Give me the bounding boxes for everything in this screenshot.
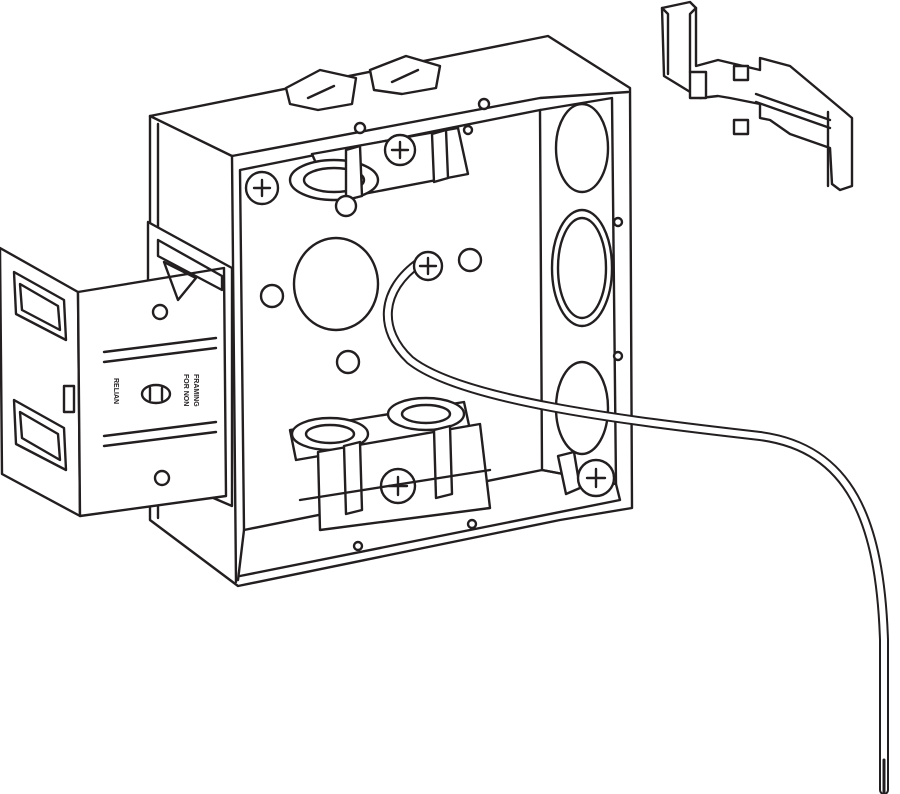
back-panel-holes	[259, 236, 483, 375]
clip-edge-inner	[688, 6, 698, 74]
back-knockout-large	[292, 236, 380, 332]
ground-wire-inner	[384, 259, 887, 793]
ground-wire	[382, 250, 889, 794]
phillips-cross-icon	[585, 467, 607, 489]
bracket-window-lower	[12, 398, 68, 472]
top-cable-clamp	[288, 126, 470, 218]
back-hole-left	[259, 283, 285, 309]
top-hole-3	[462, 124, 474, 136]
bracket-note-line-2: FRAMING	[192, 374, 199, 407]
phillips-cross-icon	[418, 256, 438, 276]
top-clamp-leg-left	[344, 144, 364, 202]
front-rim-top	[230, 90, 630, 158]
clip-edge-left	[660, 6, 670, 76]
clip-tab-bottom	[732, 118, 750, 136]
bracket-slot	[140, 383, 172, 405]
front-rim-left	[230, 154, 238, 584]
right-knockouts	[550, 102, 624, 456]
corner-screw-top-left	[244, 170, 280, 206]
bracket-side-tab	[62, 384, 76, 414]
phillips-cross-icon	[252, 178, 272, 198]
clip-body	[660, 0, 854, 192]
bottom-clamp-leg-right	[432, 424, 454, 500]
bracket-rear-fold	[156, 238, 224, 292]
top-ear-right-slot	[390, 68, 420, 84]
clip-tab-top	[732, 64, 750, 82]
clip-slot	[754, 92, 832, 130]
bracket-front-flange	[0, 246, 82, 518]
knockout-right-middle-inner	[556, 216, 608, 320]
bracket-rib-upper	[102, 336, 218, 364]
top-clamp-leg-right	[430, 128, 450, 184]
bracket-note-line-1: FOR NON	[182, 374, 189, 406]
bottom-clamp-leg-left	[342, 440, 364, 516]
right-hole-1	[612, 216, 624, 228]
top-side-edge	[148, 114, 234, 158]
top-hole-2	[477, 97, 491, 111]
back-hole-bottom	[335, 349, 361, 375]
bottom-clamp-ring-left-inner	[304, 423, 356, 445]
clip-tab-left	[688, 70, 708, 100]
bottom-hole-1	[352, 540, 364, 552]
knockout-right-middle	[550, 208, 614, 328]
bottom-clamp-base-line	[298, 468, 492, 502]
bracket-rib-lower	[102, 420, 218, 448]
detached-mounting-clip	[660, 0, 854, 192]
top-hole-1	[353, 121, 367, 135]
top-clamp-ring-inner	[302, 166, 366, 194]
bracket-hole-top	[151, 303, 169, 321]
corner-screw-bottom-right	[556, 450, 616, 498]
back-hole-right	[457, 247, 483, 273]
side-mounting-bracket: RELIAN FOR NON FRAMING	[0, 220, 234, 518]
top-ears	[284, 54, 491, 136]
knockout-right-top	[554, 102, 610, 194]
bottom-clamp-ring-right-inner	[400, 403, 452, 425]
bottom-hole-2	[466, 518, 478, 530]
right-hole-2	[612, 350, 624, 362]
bracket-window-upper-inner	[18, 282, 62, 332]
top-ear-left	[284, 68, 358, 112]
bracket-window-upper	[12, 270, 68, 342]
phillips-cross-icon	[390, 140, 410, 160]
top-clamp-rivet	[334, 194, 358, 218]
bracket-hole-bottom	[153, 469, 171, 487]
bracket-rear-prong	[162, 260, 198, 302]
bracket-brand-mark: RELIAN	[112, 378, 119, 404]
bracket-window-lower-inner	[18, 410, 62, 462]
bottom-cable-clamp	[288, 396, 492, 552]
bracket-slot-marks	[148, 386, 164, 402]
top-ear-left-slot	[306, 84, 336, 100]
bottom-clamp-ring-right	[386, 396, 466, 432]
